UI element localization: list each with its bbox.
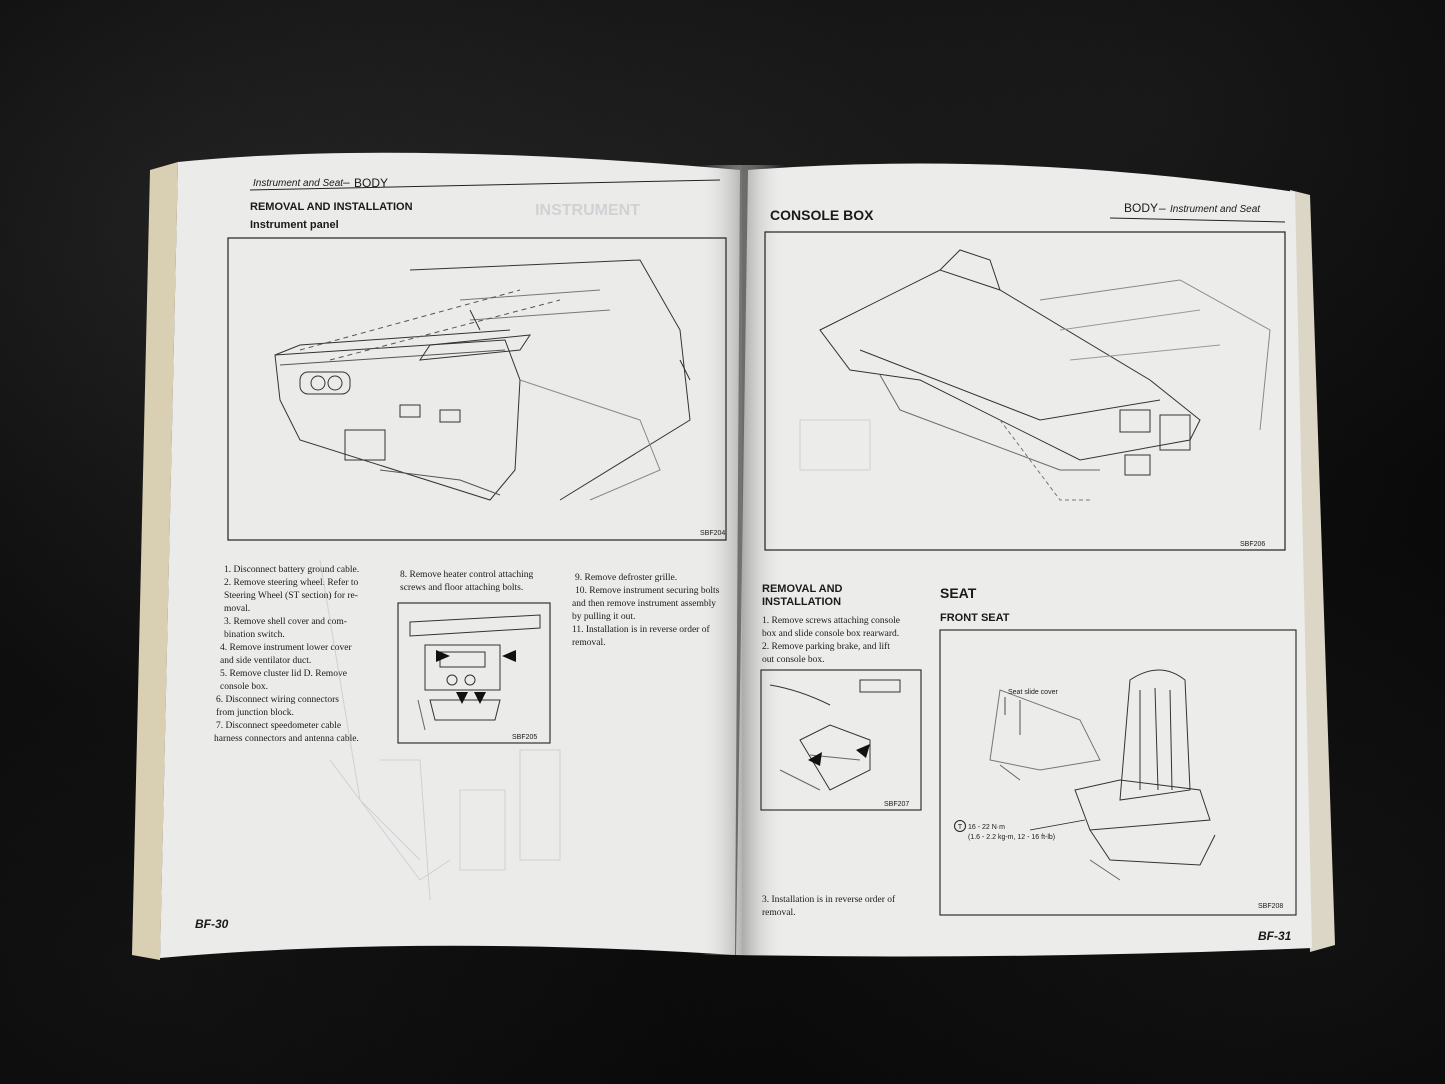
figure-label-console-removal: SBF207	[884, 801, 909, 808]
figure-label-main: SBF204	[700, 530, 725, 537]
left-steps-col3: 9. Remove defroster grille. 10. Remove i…	[572, 572, 720, 648]
right-header-rule	[1109, 217, 1286, 223]
console-box-illustration	[819, 249, 1271, 501]
figure-heater-control-frame	[397, 602, 551, 744]
left-header-rule	[249, 179, 721, 191]
figure-console-removal-frame	[760, 669, 922, 811]
left-subheading: Instrument panel	[250, 219, 339, 231]
step-line: 3. Remove shell cover and com-	[224, 617, 347, 627]
step-line: 2. Remove steering wheel. Refer to	[224, 577, 359, 588]
step-line: 5. Remove cluster lid D. Remove	[220, 669, 347, 679]
step-line: from junction block.	[216, 707, 294, 718]
torque-spec-2: (1.6 - 2.2 kg-m, 12 - 16 ft-lb)	[968, 834, 1055, 841]
torque-symbol: T	[958, 824, 963, 831]
seat-heading: SEAT	[940, 585, 977, 601]
step-3-line2: removal.	[762, 908, 796, 918]
left-steps-col2: 8. Remove heater control attaching screw…	[400, 570, 533, 593]
step-line: by pulling it out.	[572, 612, 635, 622]
step-line: 4. Remove instrument lower cover	[220, 643, 352, 653]
removal-steps: 1. Remove screws attaching console box a…	[762, 616, 900, 665]
step-line: 2. Remove parking brake, and lift	[762, 641, 890, 652]
arrow-icon	[808, 744, 870, 766]
removal-heading-1: REMOVAL AND	[762, 583, 843, 595]
step-line: 1. Disconnect battery ground cable.	[224, 565, 359, 575]
left-header-section: Instrument and Seat	[253, 178, 344, 189]
removal-heading-2: INSTALLATION	[762, 596, 841, 608]
step-line: screws and floor attaching bolts.	[400, 582, 523, 593]
left-page-number: BF-30	[195, 917, 229, 931]
gutter-shadow-left	[700, 165, 742, 955]
instrument-panel-illustration	[274, 259, 691, 501]
front-seat-heading: FRONT SEAT	[940, 612, 1010, 624]
figure-front-seat-frame	[939, 629, 1297, 916]
bleed-through-heading: INSTRUMENT	[535, 202, 640, 219]
step-3-line1: 3. Installation is in reverse order of	[762, 894, 896, 905]
step-line: box and slide console box rearward.	[762, 629, 899, 639]
step-line: and then remove instrument assembly	[572, 599, 716, 609]
right-header-dash: –	[1159, 201, 1166, 215]
step-line: 10. Remove instrument securing bolts	[575, 586, 720, 596]
step-line: console box.	[220, 682, 268, 692]
step-line: and side ventilator duct.	[220, 656, 311, 666]
right-page	[736, 163, 1312, 957]
left-header-chapter: BODY	[354, 176, 388, 190]
right-page-number: BF-31	[1258, 929, 1292, 943]
figure-label-console-main: SBF206	[1240, 541, 1265, 548]
step-line: out console box.	[762, 655, 825, 665]
step-line: bination switch.	[224, 630, 285, 640]
step-line: 11. Installation is in reverse order of	[572, 624, 710, 635]
arrow-icon	[436, 650, 516, 704]
step-line: 6. Disconnect wiring connectors	[216, 695, 339, 705]
figure-label-seat: SBF208	[1258, 903, 1283, 910]
step-line: 1. Remove screws attaching console	[762, 616, 900, 626]
step-line: 8. Remove heater control attaching	[400, 570, 533, 580]
step-line: Steering Wheel (ST section) for re-	[224, 590, 358, 601]
torque-spec-1: 16 - 22 N·m	[968, 824, 1005, 831]
left-heading: REMOVAL AND INSTALLATION	[250, 201, 413, 213]
step-line: removal.	[572, 638, 606, 648]
page-edges-left	[132, 162, 178, 960]
step-line: 9. Remove defroster grille.	[575, 572, 677, 583]
right-header-section: Instrument and Seat	[1170, 204, 1261, 215]
left-page	[160, 152, 740, 958]
seat-slide-cover-callout: Seat slide cover	[1008, 689, 1058, 696]
step-line: moval.	[224, 604, 250, 614]
torque-leader	[1029, 819, 1086, 831]
gutter-shadow-right	[742, 165, 784, 955]
figure-console-box-frame	[764, 231, 1286, 551]
page-edges-right	[1290, 190, 1335, 952]
step-line: 7. Disconnect speedometer cable	[216, 721, 341, 731]
left-steps-col1: 1. Disconnect battery ground cable. 2. R…	[214, 565, 359, 744]
right-heading: CONSOLE BOX	[770, 207, 874, 223]
ghost-text-right	[799, 419, 871, 471]
left-header-dash: –	[343, 175, 350, 189]
figure-instrument-panel-frame	[227, 237, 727, 541]
right-header-chapter: BODY	[1124, 201, 1158, 215]
step-line: harness connectors and antenna cable.	[214, 734, 359, 744]
front-seat-illustration	[989, 669, 1216, 881]
torque-icon	[954, 820, 966, 832]
bleed-through-illustration	[319, 559, 561, 901]
figure-label-small: SBF205	[512, 734, 537, 741]
